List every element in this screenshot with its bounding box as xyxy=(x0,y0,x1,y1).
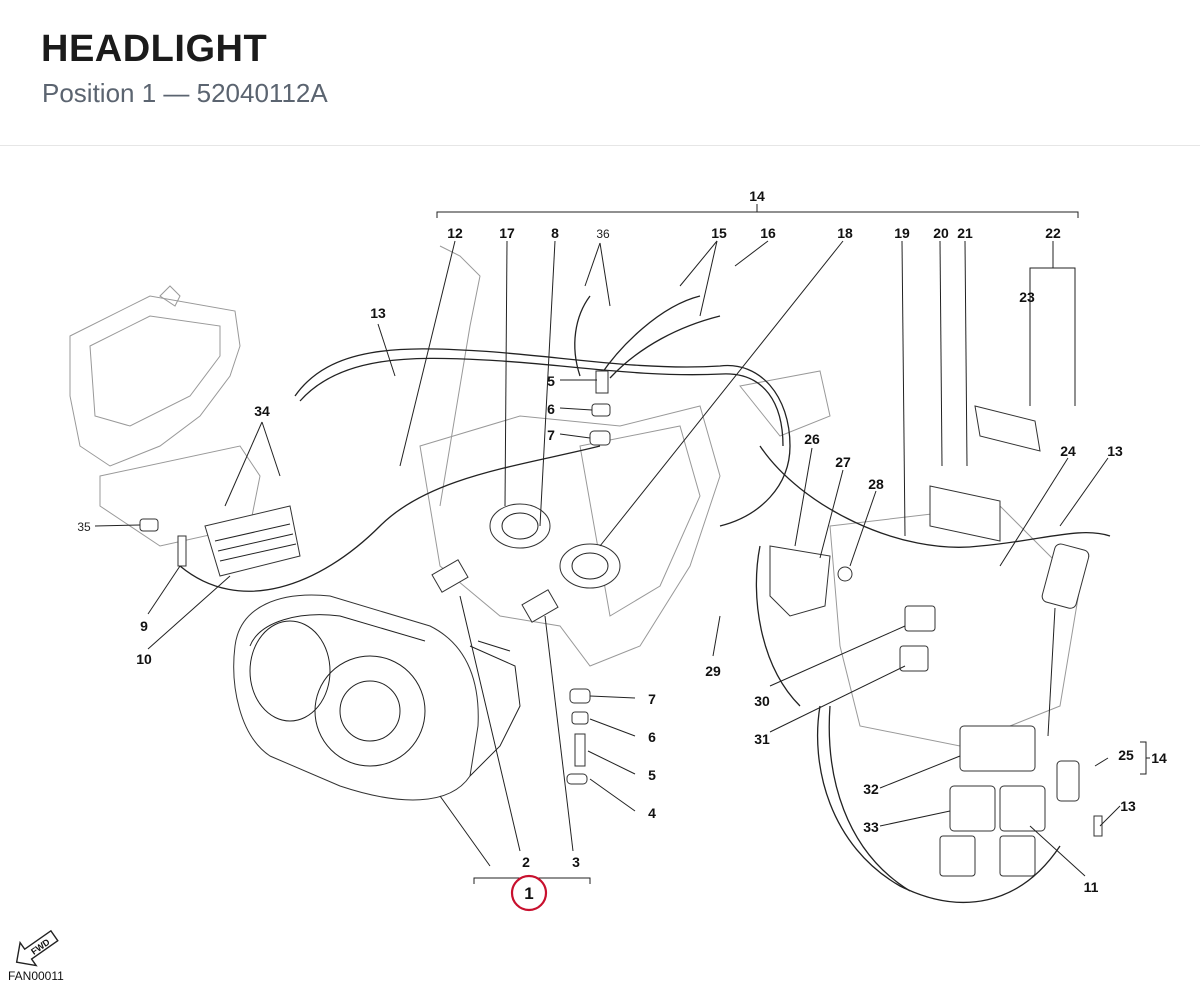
callout-23[interactable]: 23 xyxy=(1019,289,1035,305)
callout-6-top[interactable]: 6 xyxy=(547,401,555,417)
callout-16[interactable]: 16 xyxy=(760,225,776,241)
callout-13-bottom[interactable]: 13 xyxy=(1120,798,1136,814)
callout-25[interactable]: 25 xyxy=(1118,747,1134,763)
callout-30[interactable]: 30 xyxy=(754,693,770,709)
bracket-25-14 xyxy=(1140,741,1150,775)
callout-13-right[interactable]: 13 xyxy=(1107,443,1123,459)
fastener-stack-bottom xyxy=(566,688,591,785)
callout-5-top[interactable]: 5 xyxy=(547,373,555,389)
callout-20[interactable]: 20 xyxy=(933,225,949,241)
callout-21[interactable]: 21 xyxy=(957,225,973,241)
fwd-arrow-icon: FWD xyxy=(15,929,59,967)
callout-8[interactable]: 8 xyxy=(551,225,559,241)
callout-32[interactable]: 32 xyxy=(863,781,879,797)
callout-12[interactable]: 12 xyxy=(447,225,463,241)
callout-27[interactable]: 27 xyxy=(835,454,851,470)
callout-11[interactable]: 11 xyxy=(1084,879,1099,895)
callout-1[interactable]: 1 xyxy=(524,884,533,903)
headlight-unit xyxy=(233,594,521,801)
callout-5-bottom[interactable]: 5 xyxy=(648,767,656,783)
bulb-holders xyxy=(431,503,621,623)
right-connectors xyxy=(1041,543,1103,837)
callout-3[interactable]: 3 xyxy=(572,854,580,870)
connector-blocks xyxy=(769,545,936,672)
callout-28[interactable]: 28 xyxy=(868,476,884,492)
callout-14-sub[interactable]: 14 xyxy=(1151,750,1167,766)
callout-22[interactable]: 22 xyxy=(1045,225,1061,241)
callout-24[interactable]: 24 xyxy=(1060,443,1076,459)
callout-36[interactable]: 36 xyxy=(596,227,610,241)
callout-26[interactable]: 26 xyxy=(804,431,820,447)
voltage-regulator xyxy=(139,505,301,577)
page-subtitle: Position 1 — 52040112A xyxy=(42,78,328,108)
callout-18[interactable]: 18 xyxy=(837,225,853,241)
callout-9[interactable]: 9 xyxy=(140,618,148,634)
callout-33[interactable]: 33 xyxy=(863,819,879,835)
callout-7-top[interactable]: 7 xyxy=(547,427,555,443)
callout-1-highlight[interactable]: 1 xyxy=(510,874,548,912)
callout-7-bottom[interactable]: 7 xyxy=(648,691,656,707)
callout-35[interactable]: 35 xyxy=(77,520,91,534)
header: HEADLIGHT Position 1 — 52040112A xyxy=(0,0,1200,146)
callout-14-bracket xyxy=(436,204,1079,218)
diagram-canvas: 14 12 17 8 36 15 16 18 19 20 21 22 23 13… xyxy=(15,188,1167,967)
callout-15[interactable]: 15 xyxy=(711,225,727,241)
callout-34[interactable]: 34 xyxy=(254,403,270,419)
leader-lines xyxy=(94,240,1121,877)
frame-bracket-ghost xyxy=(69,285,261,547)
callout-17[interactable]: 17 xyxy=(499,225,515,241)
callout-labels: 14 12 17 8 36 15 16 18 19 20 21 22 23 13… xyxy=(77,188,1167,895)
highlight-ring xyxy=(510,874,548,912)
callout-2[interactable]: 2 xyxy=(522,854,530,870)
callout-19[interactable]: 19 xyxy=(894,225,910,241)
main-frame-ghost xyxy=(419,245,1081,747)
callout-31[interactable]: 31 xyxy=(754,731,770,747)
callout-29[interactable]: 29 xyxy=(705,663,721,679)
callout-10[interactable]: 10 xyxy=(136,651,152,667)
callout-6-bottom[interactable]: 6 xyxy=(648,729,656,745)
wiring-harness xyxy=(179,295,1111,903)
callout-13-top[interactable]: 13 xyxy=(370,305,386,321)
fastener-stack-top xyxy=(589,370,611,446)
callout-4[interactable]: 4 xyxy=(648,805,656,821)
figure-code: FAN00011 xyxy=(8,969,64,983)
page-title: HEADLIGHT xyxy=(41,28,268,70)
relay-group xyxy=(939,725,1046,877)
callout-14[interactable]: 14 xyxy=(749,188,765,204)
exploded-parts-diagram: 14 12 17 8 36 15 16 18 19 20 21 22 23 13… xyxy=(0,146,1200,991)
fuse-box xyxy=(929,405,1041,542)
